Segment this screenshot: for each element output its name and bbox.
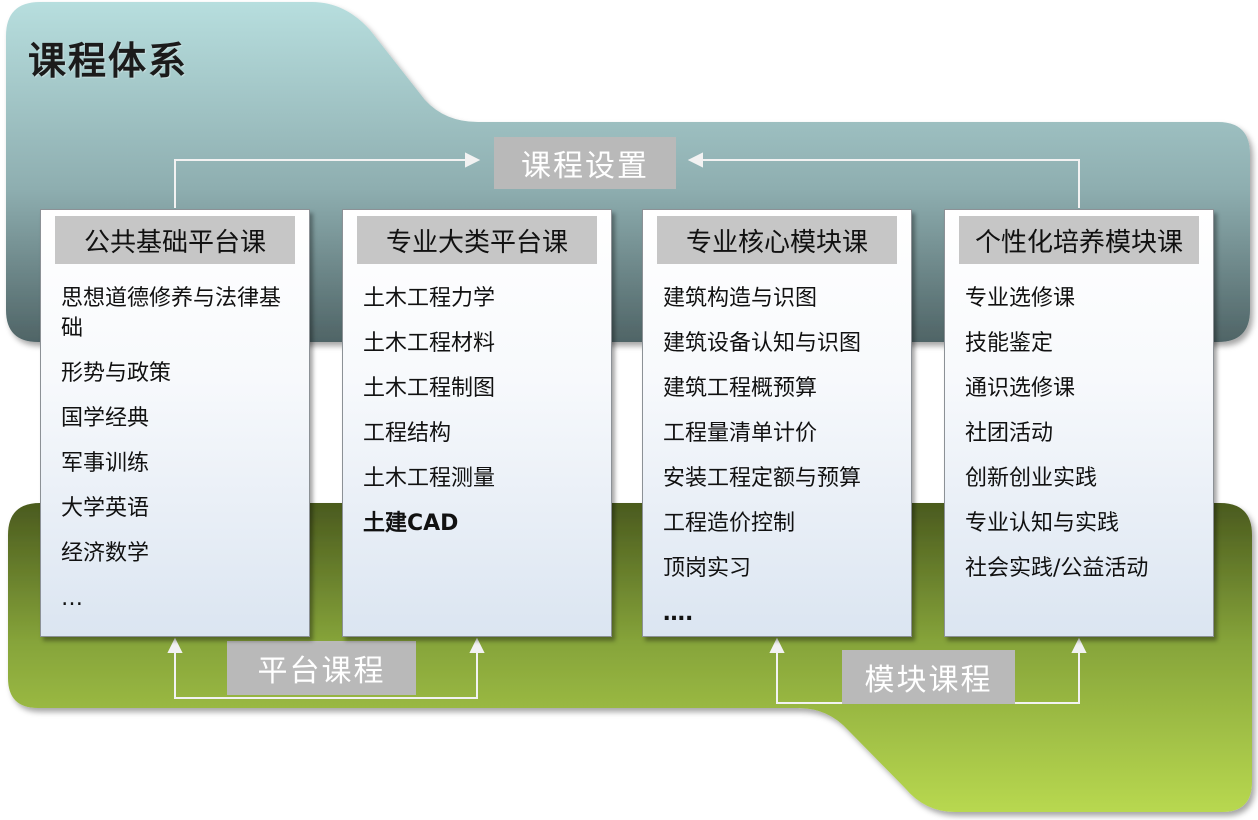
list-item: 工程量清单计价 — [663, 421, 818, 446]
list-item: 顶岗实习 — [663, 556, 752, 581]
list-item: 军事训练 — [61, 451, 150, 476]
list-item: 土建CAD — [363, 511, 459, 536]
bottom-connectors — [167, 637, 1087, 704]
list-item: 通识选修课 — [965, 376, 1076, 401]
list-item: 思想道德修养与法律基础 — [61, 286, 282, 341]
list-item: 经济数学 — [61, 541, 150, 566]
list-item: 创新创业实践 — [965, 466, 1098, 491]
list-item: 技能鉴定 — [965, 331, 1054, 356]
list-item: 建筑设备认知与识图 — [663, 331, 862, 356]
column-public-foundation: 公共基础平台课 思想道德修养与法律基础 形势与政策 国学经典 军事训练 大学英语… — [40, 209, 310, 637]
list-item: 工程造价控制 — [663, 511, 796, 536]
page-title: 课程体系 — [28, 39, 189, 83]
list-item: … — [61, 586, 83, 611]
column-heading: 专业核心模块课 — [657, 216, 897, 264]
list-item: 土木工程材料 — [363, 331, 496, 356]
module-courses-label: 模块课程 — [842, 650, 1015, 704]
bottom-band — [8, 503, 1252, 812]
list-item: 社团活动 — [965, 421, 1054, 446]
list-item: 社会实践/公益活动 — [965, 556, 1149, 581]
list-item: 建筑构造与识图 — [663, 286, 818, 311]
course-setup-label: 课程设置 — [494, 137, 676, 189]
list-item: 土木工程力学 — [363, 286, 496, 311]
course-list: 建筑构造与识图 建筑设备认知与识图 建筑工程概预算 工程量清单计价 安装工程定额… — [663, 284, 899, 644]
list-item: 专业选修课 — [965, 286, 1076, 311]
list-item: 大学英语 — [61, 496, 150, 521]
column-heading: 个性化培养模块课 — [959, 216, 1199, 264]
list-item: 国学经典 — [61, 406, 150, 431]
column-major-platform: 专业大类平台课 土木工程力学 土木工程材料 土木工程制图 工程结构 土木工程测量… — [342, 209, 612, 637]
top-connectors — [174, 152, 1080, 208]
list-item: 安装工程定额与预算 — [663, 466, 862, 491]
course-list: 土木工程力学 土木工程材料 土木工程制图 工程结构 土木工程测量 土建CAD — [363, 284, 599, 554]
list-item: 工程结构 — [363, 421, 452, 446]
list-item: 专业认知与实践 — [965, 511, 1120, 536]
list-item: 建筑工程概预算 — [663, 376, 818, 401]
list-item: 土木工程测量 — [363, 466, 496, 491]
column-heading: 公共基础平台课 — [55, 216, 295, 264]
column-heading: 专业大类平台课 — [357, 216, 597, 264]
list-item: 土木工程制图 — [363, 376, 496, 401]
course-list: 专业选修课 技能鉴定 通识选修课 社团活动 创新创业实践 专业认知与实践 社会实… — [965, 284, 1201, 599]
platform-courses-label: 平台课程 — [227, 641, 416, 695]
list-item: 形势与政策 — [61, 361, 172, 386]
course-list: 思想道德修养与法律基础 形势与政策 国学经典 军事训练 大学英语 经济数学 … — [61, 284, 297, 629]
column-major-core: 专业核心模块课 建筑构造与识图 建筑设备认知与识图 建筑工程概预算 工程量清单计… — [642, 209, 912, 637]
list-item: …. — [663, 601, 694, 626]
column-personalized: 个性化培养模块课 专业选修课 技能鉴定 通识选修课 社团活动 创新创业实践 专业… — [944, 209, 1214, 637]
